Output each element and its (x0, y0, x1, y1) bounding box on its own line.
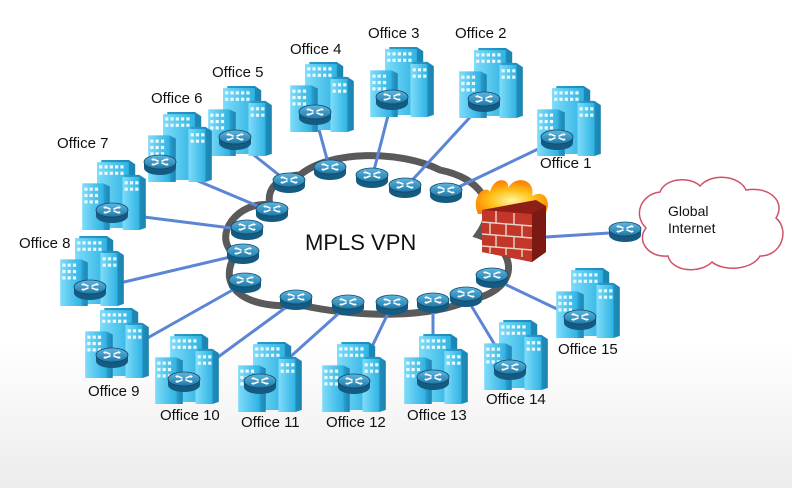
office-label: Office 13 (407, 407, 467, 424)
router-icon (95, 202, 129, 224)
router-icon (331, 294, 365, 316)
router-icon (429, 182, 463, 204)
office-label: Office 6 (151, 90, 202, 107)
router-icon (493, 359, 527, 381)
router-icon (388, 177, 422, 199)
internet-cloud: Global Internet (638, 176, 784, 271)
router-icon (337, 373, 371, 395)
router-icon (255, 201, 289, 223)
office-label: Office 7 (57, 135, 108, 152)
building-icon (484, 320, 548, 390)
router-icon (375, 294, 409, 316)
office-label: Office 10 (160, 407, 220, 424)
router-icon (449, 286, 483, 308)
router-icon (95, 347, 129, 369)
router-icon (608, 221, 642, 243)
router-icon (298, 104, 332, 126)
office-label: Office 4 (290, 41, 341, 58)
router-icon (416, 369, 450, 391)
building-icon (155, 334, 219, 404)
router-icon (243, 373, 277, 395)
firewall-icon (475, 180, 548, 262)
router-icon (230, 219, 264, 241)
building-icon (404, 334, 468, 404)
router-icon (540, 129, 574, 151)
office-label: Office 12 (326, 414, 386, 431)
office-label: Office 9 (88, 383, 139, 400)
office-labels: Office 1 Office 2 Office 3 Office 4 Offi… (19, 25, 618, 431)
office-label: Office 3 (368, 25, 419, 42)
office-label: Office 5 (212, 64, 263, 81)
office-label: Office 15 (558, 341, 618, 358)
office-label: Office 2 (455, 25, 506, 42)
router-icon (355, 167, 389, 189)
router-icon (279, 289, 313, 311)
router-icon (218, 129, 252, 151)
router-icon (416, 292, 450, 314)
router-icon (167, 371, 201, 393)
office-label: Office 1 (540, 155, 591, 172)
router-icon (143, 154, 177, 176)
router-icon (228, 272, 262, 294)
router-icon (226, 243, 260, 265)
internet-label-line1: Global (668, 203, 708, 219)
router-icon (375, 89, 409, 111)
router-icon (475, 267, 509, 289)
router-icon (467, 91, 501, 113)
office-label: Office 11 (241, 414, 300, 431)
router-icon (313, 159, 347, 181)
office-label: Office 8 (19, 235, 70, 252)
router-icon (73, 279, 107, 301)
router-icon (563, 309, 597, 331)
router-icon (272, 172, 306, 194)
internet-label-line2: Internet (668, 220, 716, 236)
office-label: Office 14 (486, 391, 546, 408)
cloud-label: MPLS VPN (305, 230, 416, 255)
